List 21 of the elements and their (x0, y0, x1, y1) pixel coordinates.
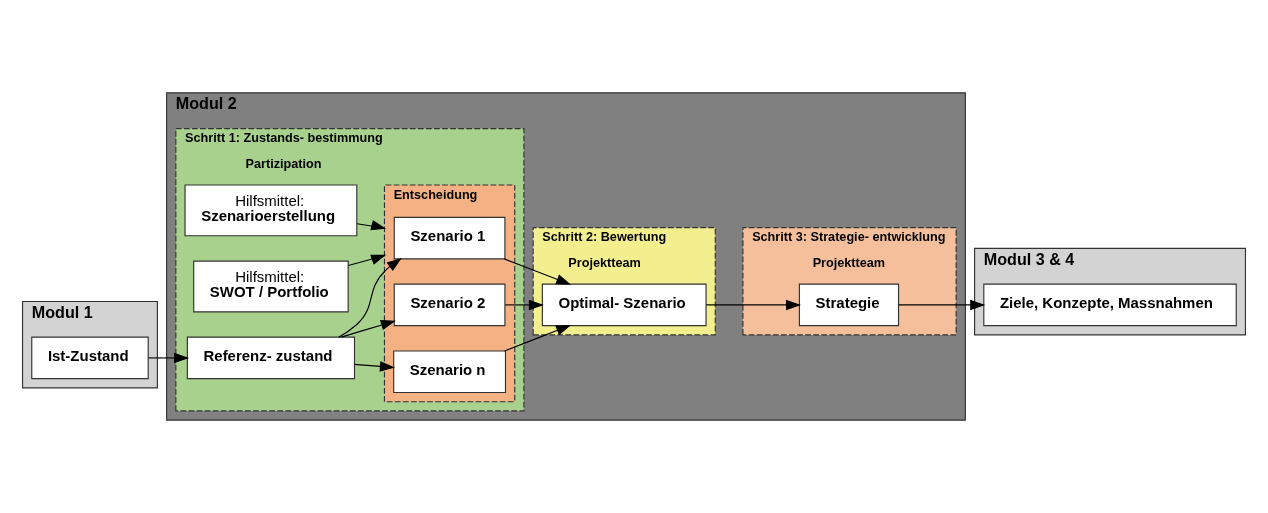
node-box: Hilfsmittel: Szenarioerstellung (184, 184, 358, 237)
arrow (347, 254, 387, 267)
node-box: Optimal- Szenario (541, 283, 707, 327)
arrow (503, 258, 572, 285)
arrow (705, 299, 801, 311)
node-box: Ziele, Konzepte, Massnahmen (983, 283, 1237, 327)
node-box: Hilfsmittel: SWOT / Portfolio (193, 260, 349, 313)
arrow (898, 299, 986, 311)
node-box: Szenario 1 (393, 216, 506, 260)
node-box: Referenz- zustand (186, 336, 356, 380)
node-box: Szenario n (393, 350, 507, 394)
arrow (148, 352, 190, 364)
node-box: Szenario 2 (393, 283, 506, 327)
arrow (340, 320, 396, 338)
arrow (338, 257, 402, 338)
arrow (354, 361, 395, 372)
arrow (356, 220, 387, 231)
node-box: Strategie (798, 283, 900, 327)
arrow (503, 325, 572, 352)
node-box: Ist-Zustand (31, 336, 149, 380)
arrow (504, 299, 544, 311)
